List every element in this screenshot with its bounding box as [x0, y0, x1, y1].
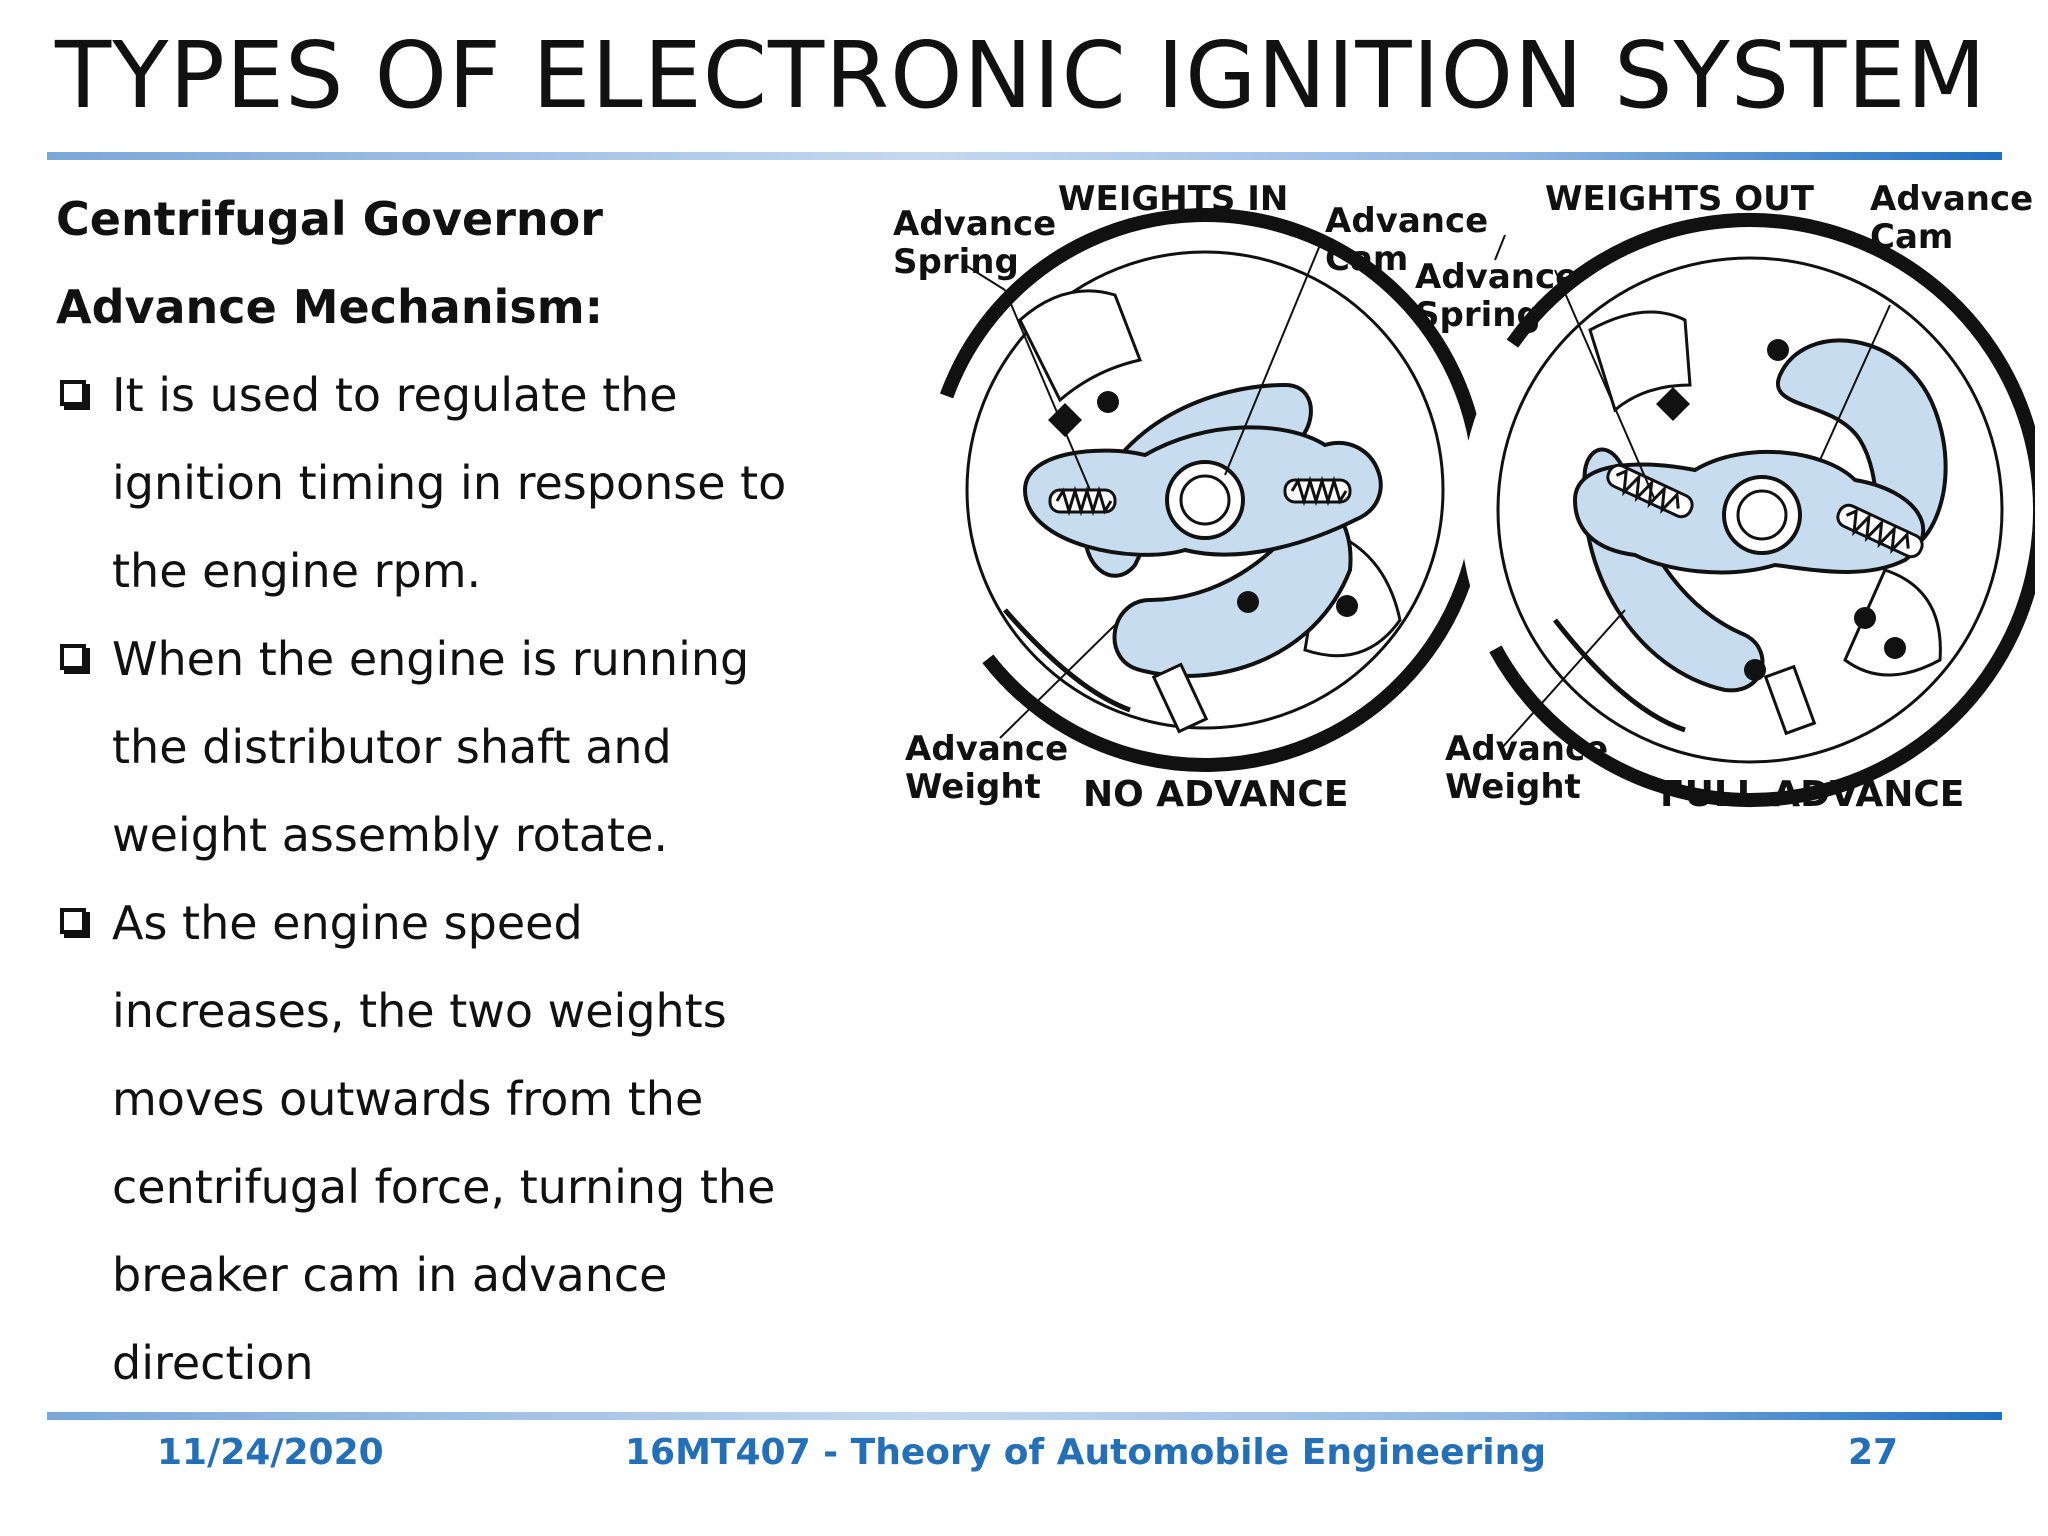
label-weights-in: WEIGHTS IN [1058, 179, 1288, 219]
bullet-line: It is used to regulate the [112, 368, 678, 422]
label-advance-spring-left-2: Spring [893, 242, 1019, 282]
bullet-item: As the engine speed increases, the two w… [56, 879, 856, 1407]
weights-in-assembly [923, 208, 1488, 772]
weights-out-assembly [1453, 213, 2047, 807]
bullet-line: the engine rpm. [112, 544, 482, 598]
bullet-line: ignition timing in response to [112, 456, 787, 510]
label-advance-cam-left-1: Advance [1325, 201, 1488, 241]
footer-course-title: 16MT407 - Theory of Automobile Engineeri… [625, 1432, 1547, 1473]
slide-body: Centrifugal Governor Advance Mechanism: … [56, 175, 856, 1407]
advance-mechanism-diagram: WEIGHTS IN Advance Spring Advance Cam Ad… [885, 170, 2047, 830]
label-advance-weight-right-2: Weight [1445, 767, 1581, 807]
bullet-line: When the engine is running [112, 632, 750, 686]
label-advance-weight-left-1: Advance [905, 729, 1068, 769]
bullet-line: the distributor shaft and [112, 720, 672, 774]
bullet-item: It is used to regulate the ignition timi… [56, 351, 856, 615]
bullet-item: When the engine is running the distribut… [56, 615, 856, 879]
footer-date: 11/24/2020 [157, 1432, 384, 1473]
bullet-line: moves outwards from the [112, 1072, 704, 1126]
label-advance-cam-right-1: Advance [1870, 179, 2033, 219]
label-advance-cam-right-2: Cam [1870, 217, 1953, 257]
caption-full-advance: FULL ADVANCE [1660, 774, 1964, 815]
bullet-line: direction [112, 1336, 314, 1390]
label-advance-spring-left-1: Advance [893, 204, 1056, 244]
label-advance-weight-left-2: Weight [905, 767, 1041, 807]
bullet-line: breaker cam in advance [112, 1248, 668, 1302]
caption-no-advance: NO ADVANCE [1083, 774, 1348, 815]
bullet-line: centrifugal force, turning the [112, 1160, 776, 1214]
checkbox-bullet-icon [60, 908, 86, 934]
label-advance-weight-right-1: Advance [1445, 729, 1608, 769]
title-divider [47, 152, 2002, 160]
advance-mechanism-figure: WEIGHTS IN Advance Spring Advance Cam Ad… [885, 170, 2047, 830]
checkbox-bullet-icon [60, 644, 86, 670]
label-advance-spring-right-2: Spring [1415, 295, 1541, 335]
label-weights-out: WEIGHTS OUT [1545, 179, 1815, 219]
slide-title: TYPES OF ELECTRONIC IGNITION SYSTEM [55, 22, 1987, 129]
bullet-line: increases, the two weights [112, 984, 727, 1038]
label-advance-spring-right-1: Advance [1415, 257, 1578, 297]
footer-page-number: 27 [1848, 1432, 1899, 1473]
bullet-line: As the engine speed [112, 896, 583, 950]
footer-divider [47, 1412, 2002, 1420]
section-heading-line-2: Advance Mechanism: [56, 280, 604, 334]
section-heading-line-1: Centrifugal Governor [56, 192, 603, 246]
checkbox-bullet-icon [60, 380, 86, 406]
bullet-line: weight assembly rotate. [112, 808, 668, 862]
label-advance-cam-left-2: Cam [1325, 239, 1408, 279]
